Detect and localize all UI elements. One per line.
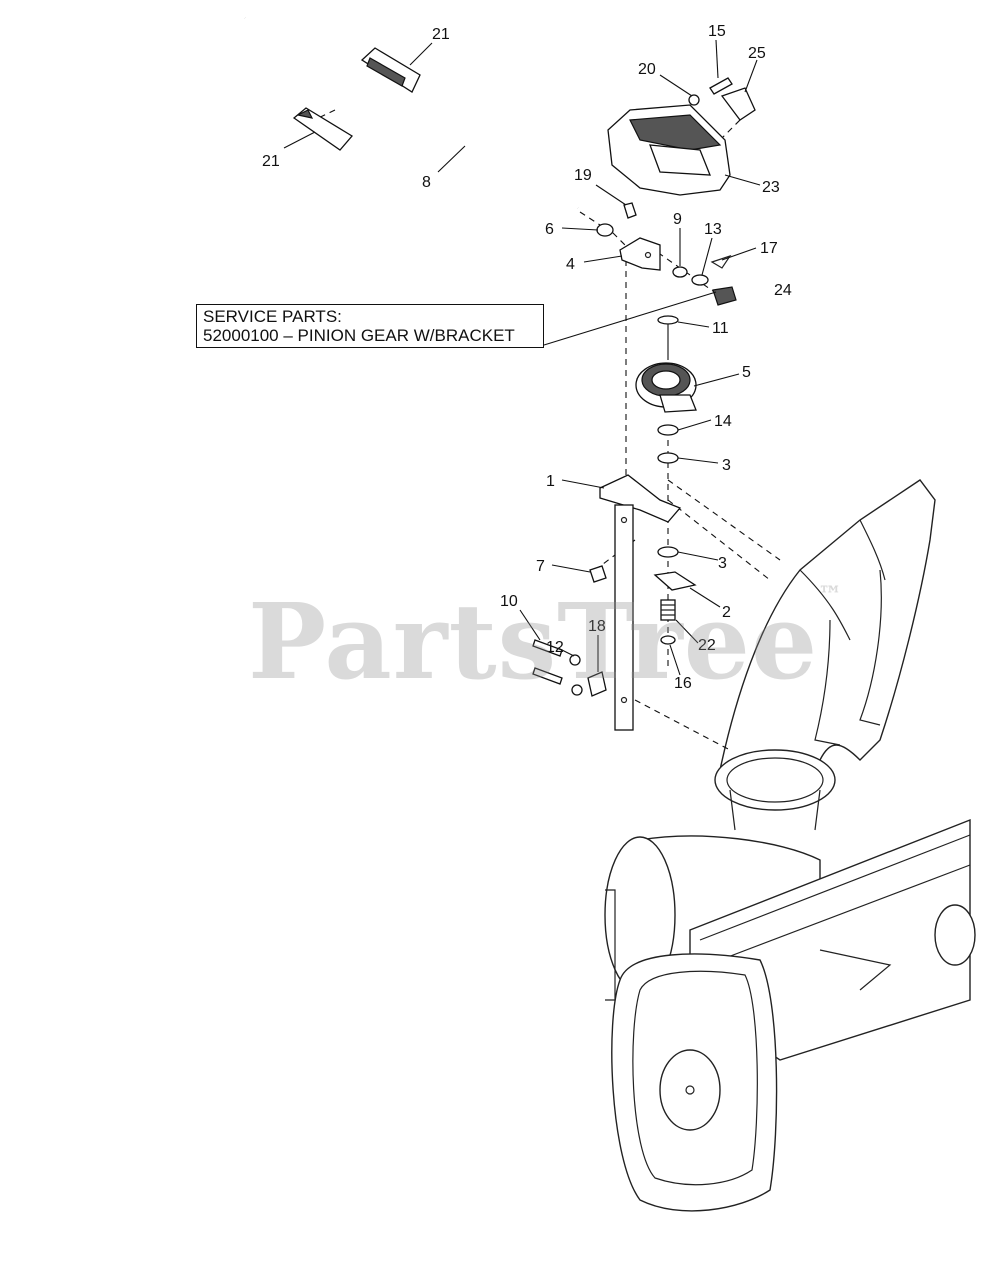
crank-handle-lower — [292, 107, 353, 151]
callout-3-upper: 3 — [722, 457, 731, 474]
callout-16: 16 — [674, 675, 692, 692]
nuts-12 — [569, 654, 583, 696]
callout-18: 18 — [588, 618, 606, 635]
callout-25: 25 — [748, 45, 766, 62]
clip-17 — [710, 254, 732, 269]
callout-2: 2 — [722, 604, 731, 621]
callout-5: 5 — [742, 364, 751, 381]
nut-20 — [688, 94, 700, 106]
chute-crank-rod — [244, 16, 579, 210]
callout-23: 23 — [762, 179, 780, 196]
pin-11 — [657, 315, 679, 360]
bracket-4 — [619, 237, 661, 271]
callout-11: 11 — [712, 320, 729, 337]
alignment-lines — [309, 109, 781, 751]
callout-24: 24 — [774, 282, 792, 299]
washer-3-lower — [657, 546, 679, 558]
washer-16 — [660, 635, 676, 645]
callout-numbers: 21 21 8 15 25 20 23 19 6 4 9 13 17 24 11… — [262, 23, 792, 692]
bolt-7 — [589, 565, 607, 583]
washer-14 — [657, 424, 679, 436]
service-parts-heading: SERVICE PARTS: — [203, 307, 342, 326]
washer-3-upper — [657, 452, 679, 464]
callout-14: 14 — [714, 413, 732, 430]
chute-control-cover — [607, 104, 731, 196]
bolt-19 — [623, 202, 637, 219]
callout-15: 15 — [708, 23, 726, 40]
pinion-gear-24 — [712, 286, 737, 306]
callout-8: 8 — [422, 174, 431, 191]
cap-screw-15 — [709, 77, 733, 95]
callout-3-lower: 3 — [718, 555, 727, 572]
callout-9: 9 — [673, 211, 682, 228]
clip-18 — [587, 671, 607, 697]
crank-handle-upper — [360, 47, 421, 93]
callout-20: 20 — [638, 61, 656, 78]
bolts-10 — [532, 639, 563, 685]
discharge-chute — [714, 479, 936, 831]
spacer-plate-2 — [653, 571, 697, 591]
callout-13: 13 — [704, 221, 722, 238]
bushing-6 — [596, 223, 614, 237]
washer-13 — [691, 274, 709, 286]
ring-gear-5 — [635, 362, 697, 413]
callout-1: 1 — [546, 473, 555, 490]
callout-17: 17 — [760, 240, 778, 257]
auger-housing — [604, 818, 976, 1212]
washer-9 — [672, 266, 688, 278]
callout-10: 10 — [500, 593, 518, 610]
callout-21-upper: 21 — [432, 26, 450, 43]
callout-12: 12 — [546, 639, 564, 656]
leader-lines — [283, 39, 761, 676]
callout-4: 4 — [566, 256, 575, 273]
spring-22 — [660, 599, 676, 621]
service-parts-note: SERVICE PARTS: 52000100 – PINION GEAR W/… — [196, 304, 544, 348]
callout-6: 6 — [545, 221, 554, 238]
callout-7: 7 — [536, 558, 545, 575]
callout-19: 19 — [574, 167, 592, 184]
callout-21-lower: 21 — [262, 153, 280, 170]
chute-support-post — [599, 474, 682, 731]
lever-25 — [720, 87, 756, 121]
callout-22: 22 — [698, 637, 716, 654]
service-part-number: 52000100 – PINION GEAR W/BRACKET — [203, 326, 515, 345]
